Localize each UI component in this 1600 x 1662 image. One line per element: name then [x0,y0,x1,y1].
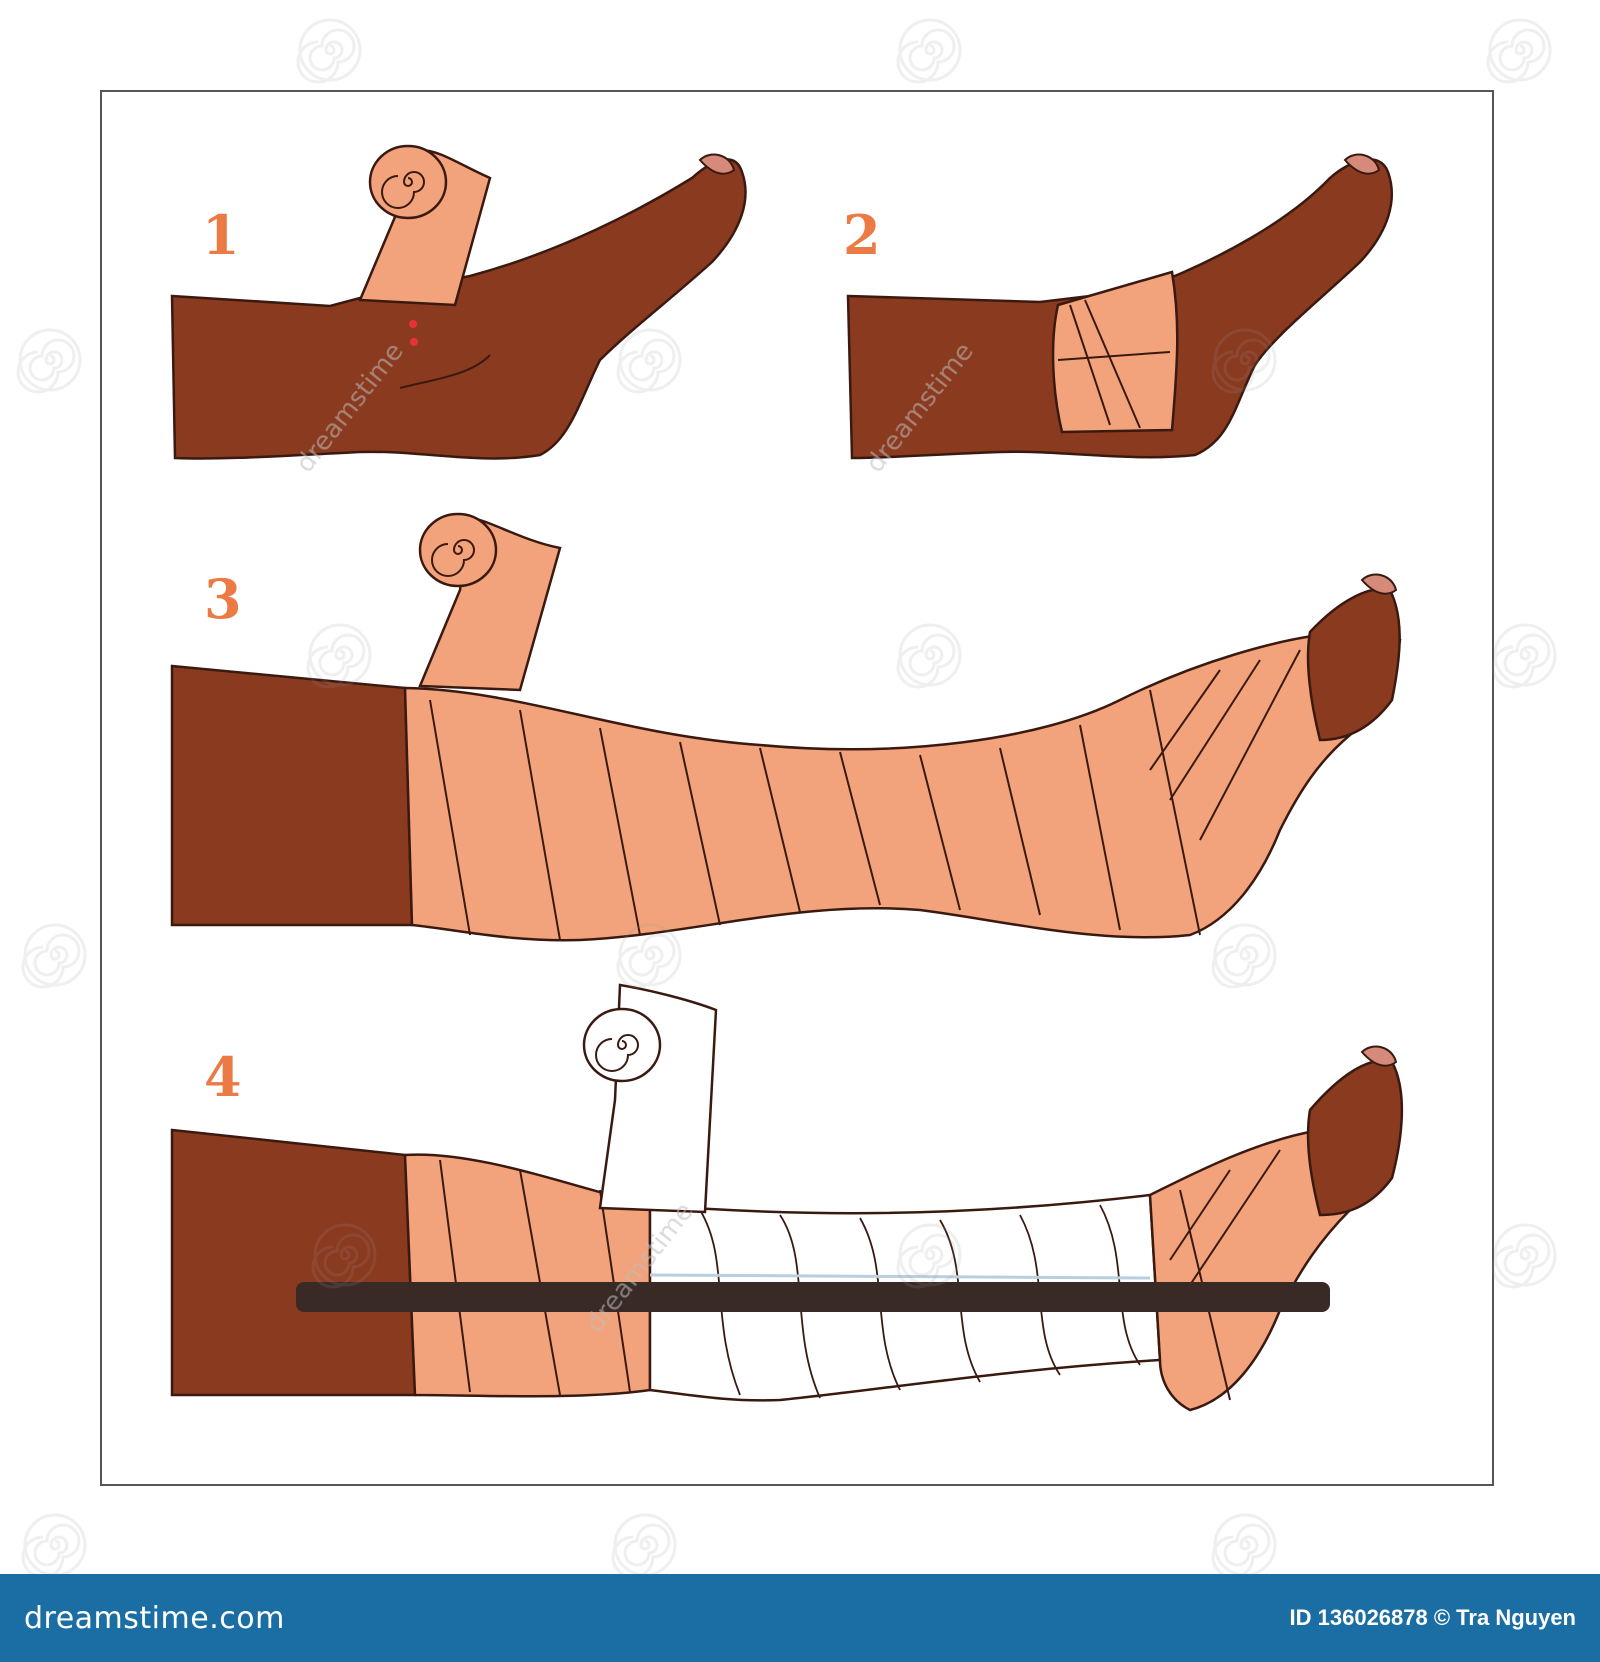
step-4-leg [170,1045,1404,1412]
step-2-leg [846,153,1394,460]
footer-brand[interactable]: dreamstime.com [24,1600,285,1636]
wound-dots-icon [409,320,417,328]
toenail-1 [698,153,736,175]
footer-credit: ID 136026878 © Tra Nguyen [1289,1605,1576,1630]
bandage-wraps-2 [1057,299,1171,429]
bandage-roll-icon [358,144,492,307]
leg-bandage-3 [403,633,1402,942]
ankle-crease-1 [399,354,491,389]
footer-bar: dreamstime.com ID 136026878 © Tra Nguyen [0,1574,1600,1662]
gauze-roll-icon [582,983,718,1214]
toes-3 [1306,587,1401,742]
bandage-wraps-3 [429,649,1301,941]
thigh-4 [170,1128,417,1397]
toenail-3 [1360,573,1398,595]
bandage-roll-icon [418,512,562,692]
step-number-2: 2 [843,203,881,267]
step-3-leg [170,573,1402,942]
splint-board [296,1282,1330,1312]
wound-dot [410,338,418,346]
step-number-4: 4 [204,1045,242,1109]
leg-1 [170,158,747,460]
toes-4 [1306,1059,1404,1217]
ankle-bandage [1051,270,1179,434]
toenail-2 [1343,153,1381,175]
bandaging-steps-illustration [16,18,1557,1574]
step-number-1: 1 [202,203,240,267]
step-1-leg [170,153,747,460]
step-number-3: 3 [204,567,242,631]
thigh-3 [170,664,414,927]
toenail-4 [1360,1045,1398,1067]
